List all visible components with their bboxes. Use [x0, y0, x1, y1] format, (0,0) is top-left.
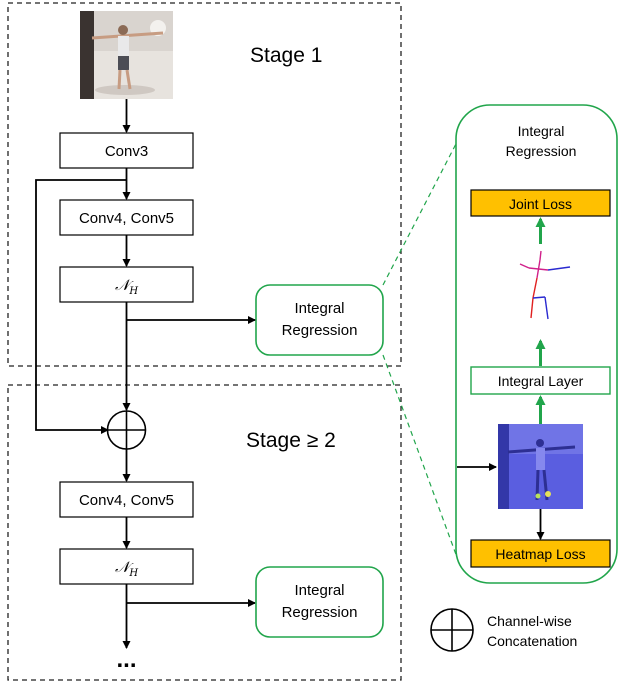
stage2-title: Stage ≥ 2	[246, 429, 336, 452]
nh-box-stage2	[59, 548, 194, 585]
integral-layer-box	[470, 366, 611, 395]
nh-box-stage1	[59, 266, 194, 303]
nh-label-stage1: 𝒩H	[115, 276, 138, 297]
conv3-box	[59, 132, 194, 169]
integral-regression-box-stage1	[255, 284, 384, 356]
heatmap-loss-box	[470, 539, 611, 568]
stage1-title: Stage 1	[250, 44, 322, 67]
conv45-box-stage1	[59, 199, 194, 236]
integral-layer-label: Integral Layer	[498, 373, 584, 389]
joint-loss-label: Joint Loss	[509, 196, 572, 212]
conv45-label-stage1: Conv4, Conv5	[79, 210, 174, 227]
conv45-box-stage2	[59, 481, 194, 518]
legend-concat-icon	[430, 608, 474, 652]
nh-label-stage2: 𝒩H	[115, 558, 138, 579]
heatmap-loss-label: Heatmap Loss	[495, 546, 585, 562]
heatmap-image	[498, 424, 583, 509]
integral-regression-box-stage2	[255, 566, 384, 638]
joint-loss-box	[470, 189, 611, 217]
skeleton-pose	[519, 250, 571, 320]
input-image	[80, 11, 173, 99]
zoom-line-top	[382, 139, 459, 286]
concat-icon	[106, 410, 147, 450]
conv45-label-stage2: Conv4, Conv5	[79, 492, 174, 509]
zoom-line-bottom	[382, 354, 459, 561]
stage2-container	[7, 384, 402, 681]
conv3-label: Conv3	[105, 143, 148, 160]
continuation-ellipsis: ...	[116, 646, 136, 673]
integral-regression-detail-panel	[455, 104, 618, 584]
